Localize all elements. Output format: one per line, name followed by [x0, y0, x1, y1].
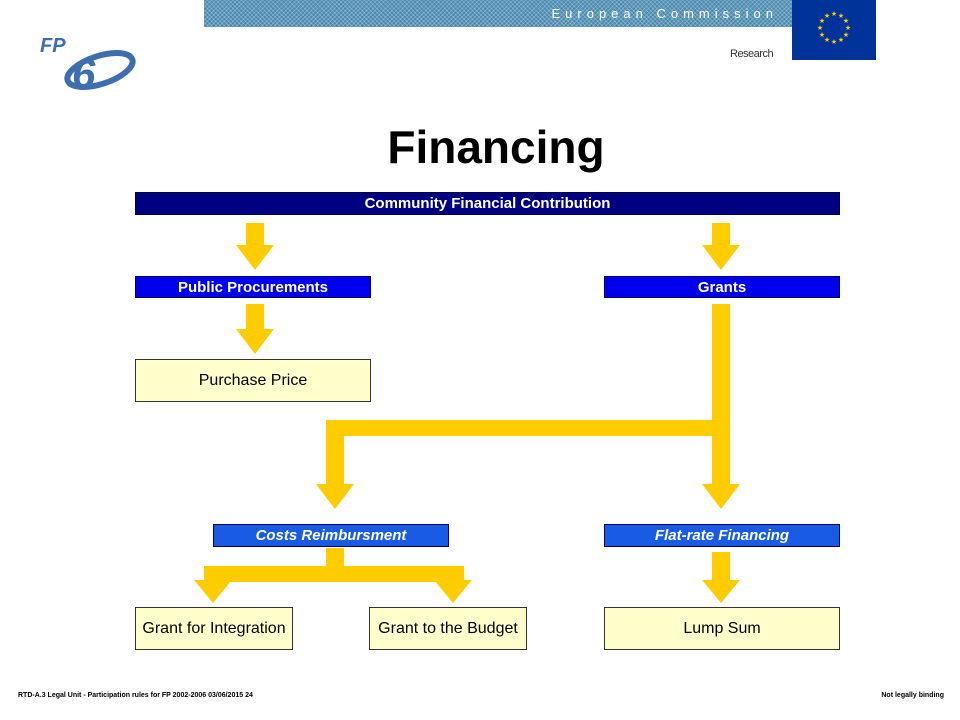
costs-reimbursment-box: Costs Reimbursment: [213, 524, 449, 547]
svg-text:★: ★: [838, 12, 844, 20]
flat-rate-financing-label: Flat-rate Financing: [654, 527, 790, 544]
costs-reimbursment-label: Costs Reimbursment: [255, 527, 407, 544]
community-financial-contribution-label: Community Financial Contribution: [364, 195, 611, 212]
svg-text:★: ★: [824, 36, 830, 44]
grant-for-integration-box: Grant for Integration: [135, 607, 293, 650]
svg-text:★: ★: [819, 17, 825, 25]
page-title: Financing: [387, 121, 605, 173]
svg-text:6: 6: [72, 50, 96, 92]
lump-sum-label: Lump Sum: [683, 619, 761, 637]
community-financial-contribution-box: Community Financial Contribution: [135, 192, 840, 215]
svg-text:★: ★: [831, 10, 837, 18]
svg-text:★: ★: [845, 24, 851, 32]
fp6-logo: FP 6: [38, 30, 138, 97]
public-procurements-label: Public Procurements: [177, 278, 329, 296]
svg-text:★: ★: [831, 38, 837, 46]
grant-for-integration-label: Grant for Integration: [142, 619, 286, 637]
header-banner: European Commission: [204, 0, 792, 27]
svg-text:FP: FP: [40, 35, 66, 57]
eu-stars: ★ ★ ★ ★ ★ ★ ★ ★ ★ ★ ★ ★: [817, 10, 851, 46]
svg-text:★: ★: [817, 24, 823, 32]
purchase-price-box: Purchase Price: [135, 359, 371, 402]
footer-left-text: RTD-A.3 Legal Unit - Participation rules…: [18, 692, 253, 699]
purchase-price-label: Purchase Price: [198, 371, 308, 389]
svg-text:★: ★: [824, 12, 830, 20]
svg-text:★: ★: [843, 31, 849, 39]
grant-to-the-budget-label: Grant to the Budget: [378, 619, 518, 637]
lump-sum-box: Lump Sum: [604, 607, 840, 650]
banner-text: European Commission: [551, 6, 778, 21]
research-label: Research: [730, 48, 774, 60]
public-procurements-box: Public Procurements: [135, 276, 371, 298]
grant-to-the-budget-box: Grant to the Budget: [369, 607, 527, 650]
grants-box: Grants: [604, 276, 840, 298]
svg-text:★: ★: [838, 36, 844, 44]
svg-text:★: ★: [819, 31, 825, 39]
footer-right-text: Not legally binding: [881, 692, 944, 699]
flat-rate-financing-box: Flat-rate Financing: [604, 524, 840, 547]
svg-text:★: ★: [843, 17, 849, 25]
grants-label: Grants: [697, 278, 747, 296]
eu-flag-icon: ★ ★ ★ ★ ★ ★ ★ ★ ★ ★ ★ ★: [792, 0, 876, 60]
